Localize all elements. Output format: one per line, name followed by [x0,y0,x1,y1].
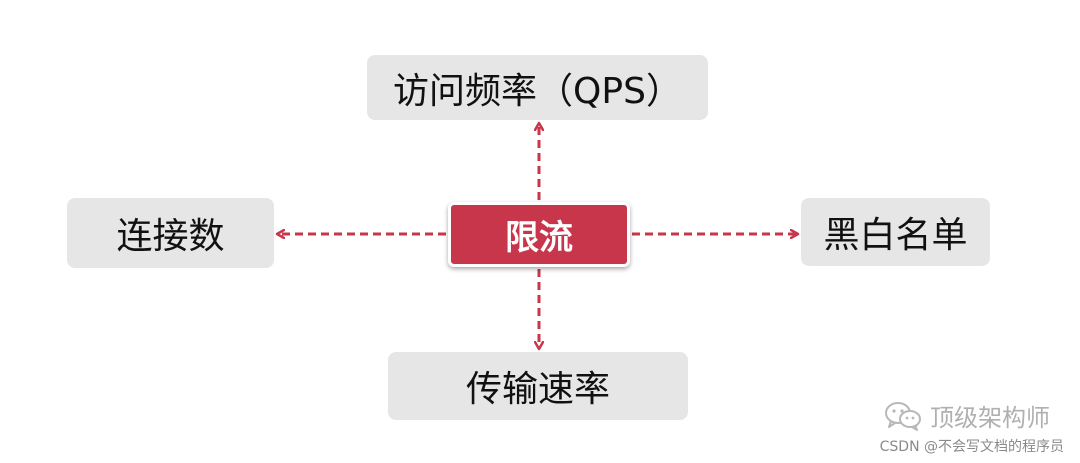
node-rate-limiting-label: 限流 [505,218,573,258]
node-qps-label: 访问频率（QPS） [393,70,682,112]
node-transfer-rate-label: 传输速率 [465,369,610,410]
watermark-text: 顶级架构师 [930,404,1050,432]
node-blacklist-whitelist: 黑白名单 [801,198,990,266]
node-rate-limiting: 限流 [448,202,630,267]
node-qps: 访问频率（QPS） [367,55,708,120]
watermark: 顶级架构师 [884,398,1050,433]
source-tag: CSDN @不会写文档的程序员 [879,439,1064,455]
wechat-icon [885,401,921,431]
node-transfer-rate: 传输速率 [388,352,688,420]
node-connections: 连接数 [67,198,274,268]
node-blacklist-whitelist-label: 黑白名单 [823,215,968,256]
node-connections-label: 连接数 [116,216,225,257]
